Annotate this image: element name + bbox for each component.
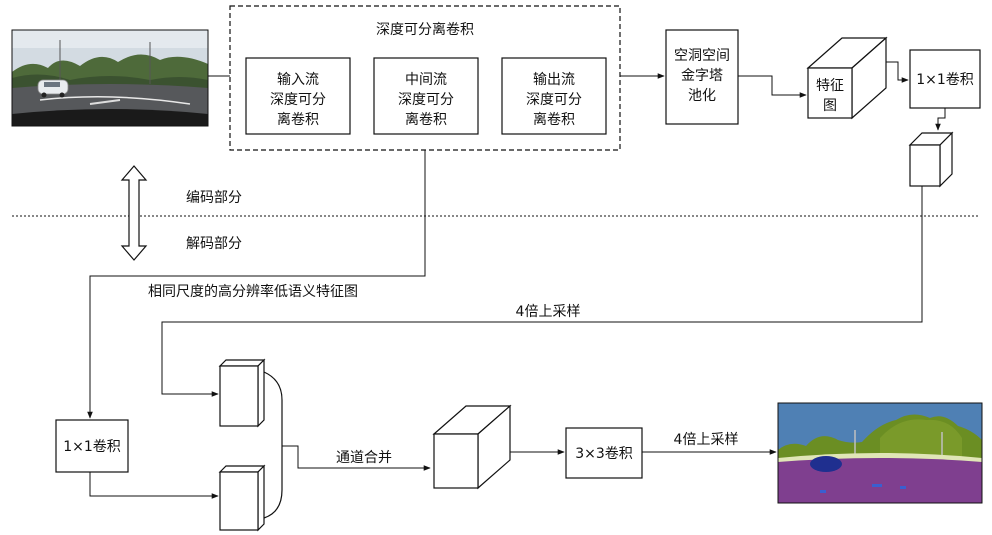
concat-label: 通道合并 [336,450,392,466]
arrow-conv1x1-to-lower-cube [89,472,219,499]
entry-flow-line3: 离卷积 [277,111,319,128]
entry-flow-line2: 深度可分 [270,92,326,108]
decoder-conv1x1-box [55,419,129,473]
arrow-conv1x1-to-small-cube [935,108,946,131]
lowlevel-feature-cube [218,464,266,532]
arrow-upsample-top [161,186,923,397]
middle-flow-line3: 离卷积 [405,111,447,128]
concat-cube [432,404,512,490]
entry-flow-box [245,57,351,135]
middle-flow-box [373,57,479,135]
exit-flow-line1: 输出流 [533,72,575,88]
exit-flow-box [501,57,607,135]
exit-flow-line3: 离卷积 [533,111,575,128]
encoder-section-label: 编码部分 [186,190,242,206]
double-arrow-icon [120,165,148,261]
input-photo-frame [11,29,209,127]
aspp-line2: 金字塔 [681,68,723,84]
conv3x3-box [565,427,643,479]
exit-flow-line2: 深度可分 [526,92,582,108]
upsample-final-label: 4倍上采样 [674,432,739,448]
upsample-top-label: 4倍上采样 [516,304,581,320]
aspp-line3: 池化 [688,88,716,104]
encoder-conv1x1-label: 1×1卷积 [916,72,974,88]
segmentation-output-image [778,403,982,503]
concat-bracket [263,371,283,519]
lowlevel-feature-label: 相同尺度的高分辨率低语义特征图 [148,283,358,300]
middle-flow-line1: 中间流 [405,72,447,88]
feature-map-cube [806,36,888,120]
arrow-concat [282,445,431,471]
decoder-conv1x1-label: 1×1卷积 [63,439,121,455]
arrow-lowlevel-to-conv1x1 [87,150,426,419]
feature-map-line2: 图 [823,98,837,114]
aspp-box [665,29,739,125]
dsc-group-title: 深度可分离卷积 [376,21,474,38]
aspp-line1: 空洞空间 [674,48,730,64]
encoder-output-cube [908,131,954,188]
conv3x3-label: 3×3卷积 [575,446,633,462]
segmentation-output-frame [777,402,983,504]
entry-flow-line1: 输入流 [277,72,319,88]
arrow-feature-to-conv1x1 [886,61,909,83]
feature-map-line1: 特征 [816,78,844,94]
decoder-section-label: 解码部分 [186,236,242,252]
upsampled-feature-cube [218,358,266,428]
encoder-conv1x1-box [909,49,981,109]
middle-flow-line2: 深度可分 [398,92,454,108]
arrow-aspp-to-feature [738,75,807,98]
input-street-photo [12,30,208,126]
